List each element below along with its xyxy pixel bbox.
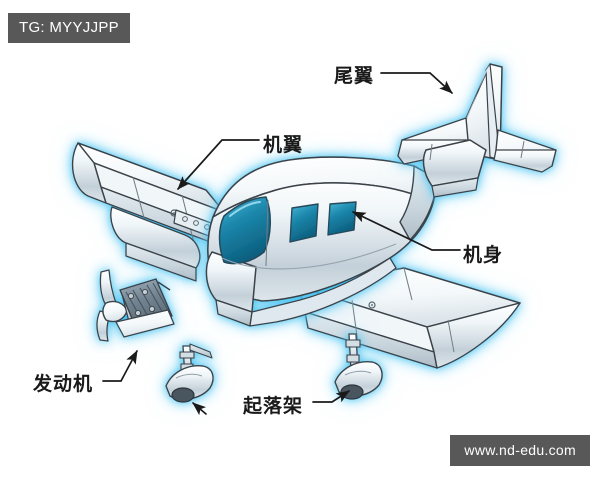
site-watermark: www.nd-edu.com bbox=[450, 435, 590, 466]
tg-tag-badge: TG: MYYJJPP bbox=[8, 13, 130, 43]
callout-label-landing-gear: 起落架 bbox=[243, 395, 304, 417]
part-fuselage bbox=[205, 156, 437, 327]
part-landing-gear-left bbox=[165, 343, 214, 403]
callout-leader-lines bbox=[102, 72, 461, 416]
part-left-wing bbox=[71, 142, 238, 282]
callout-label-wing: 机翼 bbox=[263, 134, 304, 156]
part-tail bbox=[397, 63, 557, 198]
part-engine bbox=[96, 269, 175, 342]
part-landing-gear-right bbox=[334, 333, 383, 400]
callout-label-fuselage: 机身 bbox=[463, 244, 504, 266]
callout-label-tail: 尾翼 bbox=[334, 65, 375, 87]
callout-label-engine: 发动机 bbox=[33, 373, 94, 395]
